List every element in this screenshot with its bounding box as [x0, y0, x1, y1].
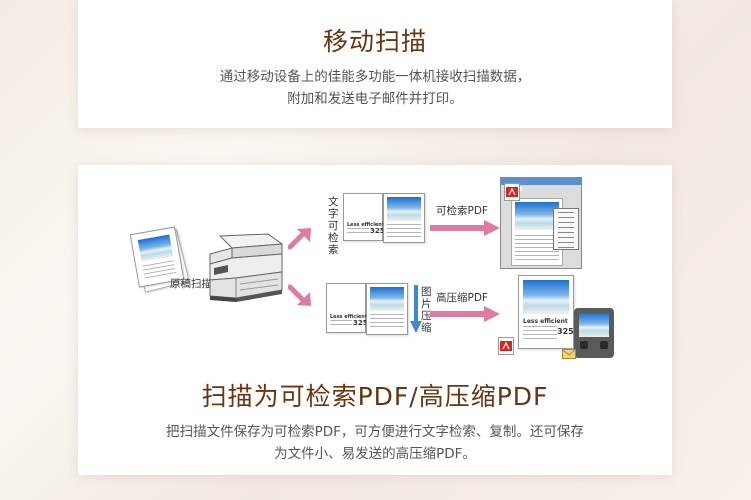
doc-heading-3: Less efficient — [523, 318, 568, 325]
arrow-up-right-icon — [288, 228, 311, 250]
email-icon — [562, 349, 576, 359]
doc-number-3: 325 — [557, 327, 574, 336]
doc-number: 325 — [370, 227, 385, 235]
arrow-down-right-icon — [288, 284, 311, 306]
pdf-scan-title: 扫描为可检索PDF/高压缩PDF — [201, 382, 549, 411]
mobile-scan-desc-line2: 附加和发送电子邮件并打印。 — [287, 91, 463, 107]
printer-icon — [209, 233, 284, 302]
text-doc-page: Less efficient 325 — [343, 193, 385, 241]
compressed-photo-doc-page — [366, 283, 408, 335]
arrow-right-icon — [430, 220, 500, 236]
pdf-file-icon — [504, 183, 520, 201]
pdf-scan-desc-line1: 把扫描文件保存为可检索PDF，可方便进行文字检索、复制。还可保存 — [166, 424, 584, 440]
doc-heading: Less efficient — [347, 222, 385, 228]
pdf-viewer-window — [500, 177, 582, 269]
pdf-scan-desc-line2: 为文件小、易发送的高压缩PDF。 — [274, 446, 476, 462]
context-menu — [553, 208, 579, 250]
text-search-label: 文字可检索 — [328, 196, 339, 256]
doc-number-2: 325 — [353, 319, 368, 327]
pdf-file-icon-2 — [498, 337, 514, 355]
compressed-pdf-label: 高压缩PDF — [436, 292, 488, 304]
pdf-scan-card: 原稿扫描 文字可检索 Less efficient 325 可检索PDF — [78, 165, 672, 475]
compressed-pdf-page: Less efficient 325 — [518, 275, 574, 349]
tablet-icon — [574, 308, 614, 358]
original-scan-label: 原稿扫描 — [170, 278, 212, 290]
arrow-right-icon-2 — [430, 306, 500, 322]
photo-doc-page — [383, 193, 425, 243]
image-compress-label: 图片压缩 — [421, 286, 432, 334]
mobile-scan-title: 移动扫描 — [322, 27, 427, 56]
arrow-down-icon — [410, 285, 422, 333]
compressed-text-doc-page: Less efficient 325 — [326, 283, 368, 333]
mobile-scan-desc-line1: 通过移动设备上的佳能多功能一体机接收扫描数据， — [219, 69, 531, 85]
doc-heading-2: Less efficient — [330, 314, 368, 320]
mobile-scan-card: 移动扫描 通过移动设备上的佳能多功能一体机接收扫描数据， 附加和发送电子邮件并打… — [78, 0, 672, 128]
searchable-pdf-label: 可检索PDF — [436, 205, 488, 217]
